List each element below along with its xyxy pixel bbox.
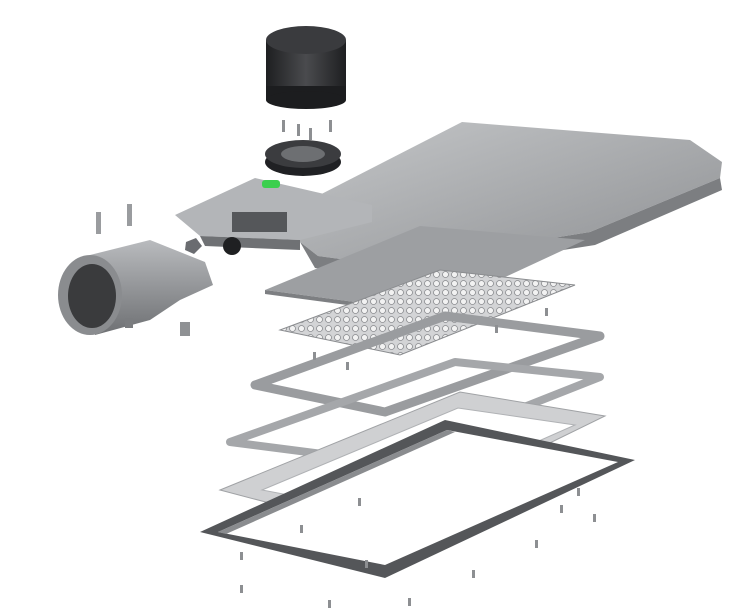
housing-plugs (185, 237, 241, 255)
thermal-pad (265, 226, 585, 312)
pole-mount-bracket (58, 204, 213, 336)
bottom-frame (200, 420, 635, 578)
photocell-cap (266, 26, 346, 109)
photocell-socket (265, 140, 341, 176)
cap-screws (282, 120, 332, 140)
assembly-screws (240, 308, 596, 608)
level-indicator (262, 180, 280, 188)
